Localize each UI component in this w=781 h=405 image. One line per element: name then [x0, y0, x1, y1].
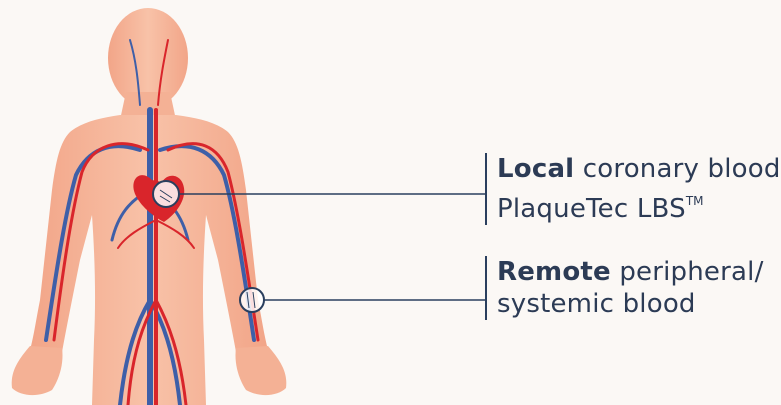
right-hand — [235, 346, 286, 395]
remote-blood-label: Remote peripheral/ systemic blood — [485, 256, 764, 320]
remote-label-bold: Remote — [497, 257, 611, 287]
local-product-name: PlaqueTec LBS — [497, 194, 686, 224]
local-label-line1: Local coronary blood — [497, 153, 781, 185]
local-label-rest: coronary blood — [574, 154, 780, 184]
trademark-symbol: TM — [686, 194, 704, 208]
peripheral-sample-marker — [240, 288, 264, 312]
left-hand — [12, 346, 63, 395]
local-label-bold: Local — [497, 154, 574, 184]
local-blood-label: Local coronary blood PlaqueTec LBSTM — [485, 153, 781, 225]
remote-label-line2: systemic blood — [497, 288, 764, 320]
remote-label-line1: Remote peripheral/ — [497, 256, 764, 288]
remote-label-rest: peripheral/ — [611, 257, 764, 287]
local-label-line2: PlaqueTec LBSTM — [497, 185, 781, 225]
